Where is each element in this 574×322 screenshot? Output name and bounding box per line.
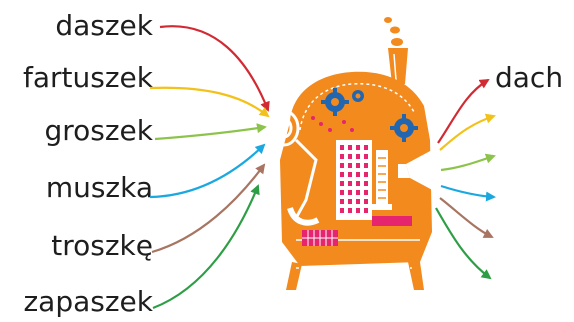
arrow-right-5 [440,198,492,237]
arrow-right-2 [440,116,494,150]
house-robot-illustration [270,17,436,290]
smoke-puffs [384,17,403,46]
window-dot [356,154,360,159]
window-dot [340,181,344,186]
window-dot [356,181,360,186]
window-dot [340,208,344,213]
window-dot [356,208,360,213]
window-dot [356,190,360,195]
window-dot [364,163,368,168]
window-dot [340,190,344,195]
window-dot [364,190,368,195]
window-dot [340,172,344,177]
window-dot [356,163,360,168]
window-dot [340,199,344,204]
arrow-groszek [155,127,265,139]
window-dot [340,163,344,168]
arrow-right-4 [441,186,494,197]
leg-left [286,262,302,290]
arrow-right-3 [441,156,494,170]
window-dot [364,199,368,204]
window-dot [348,145,352,150]
arrow-muszka [150,145,264,197]
window-dot [348,172,352,177]
arrow-daszek [160,26,268,110]
window-dot [340,145,344,150]
window-dot [356,199,360,204]
bottom-bar [372,216,412,226]
window-dot [356,145,360,150]
window-dot [364,154,368,159]
window-dot [364,181,368,186]
window-dot [348,163,352,168]
window-dot [348,154,352,159]
leg-right [408,262,424,290]
window-dot [348,181,352,186]
arrow-right-6 [436,208,490,278]
window-dot [348,190,352,195]
window-dot [364,208,368,213]
window-dot [356,172,360,177]
arrow-dach [438,80,488,143]
window-dot [348,208,352,213]
window-dot [348,199,352,204]
gear-middle [352,90,364,102]
window-dot [364,172,368,177]
window-dot [364,145,368,150]
window-dot [340,154,344,159]
arrow-fartuszek [150,88,268,116]
